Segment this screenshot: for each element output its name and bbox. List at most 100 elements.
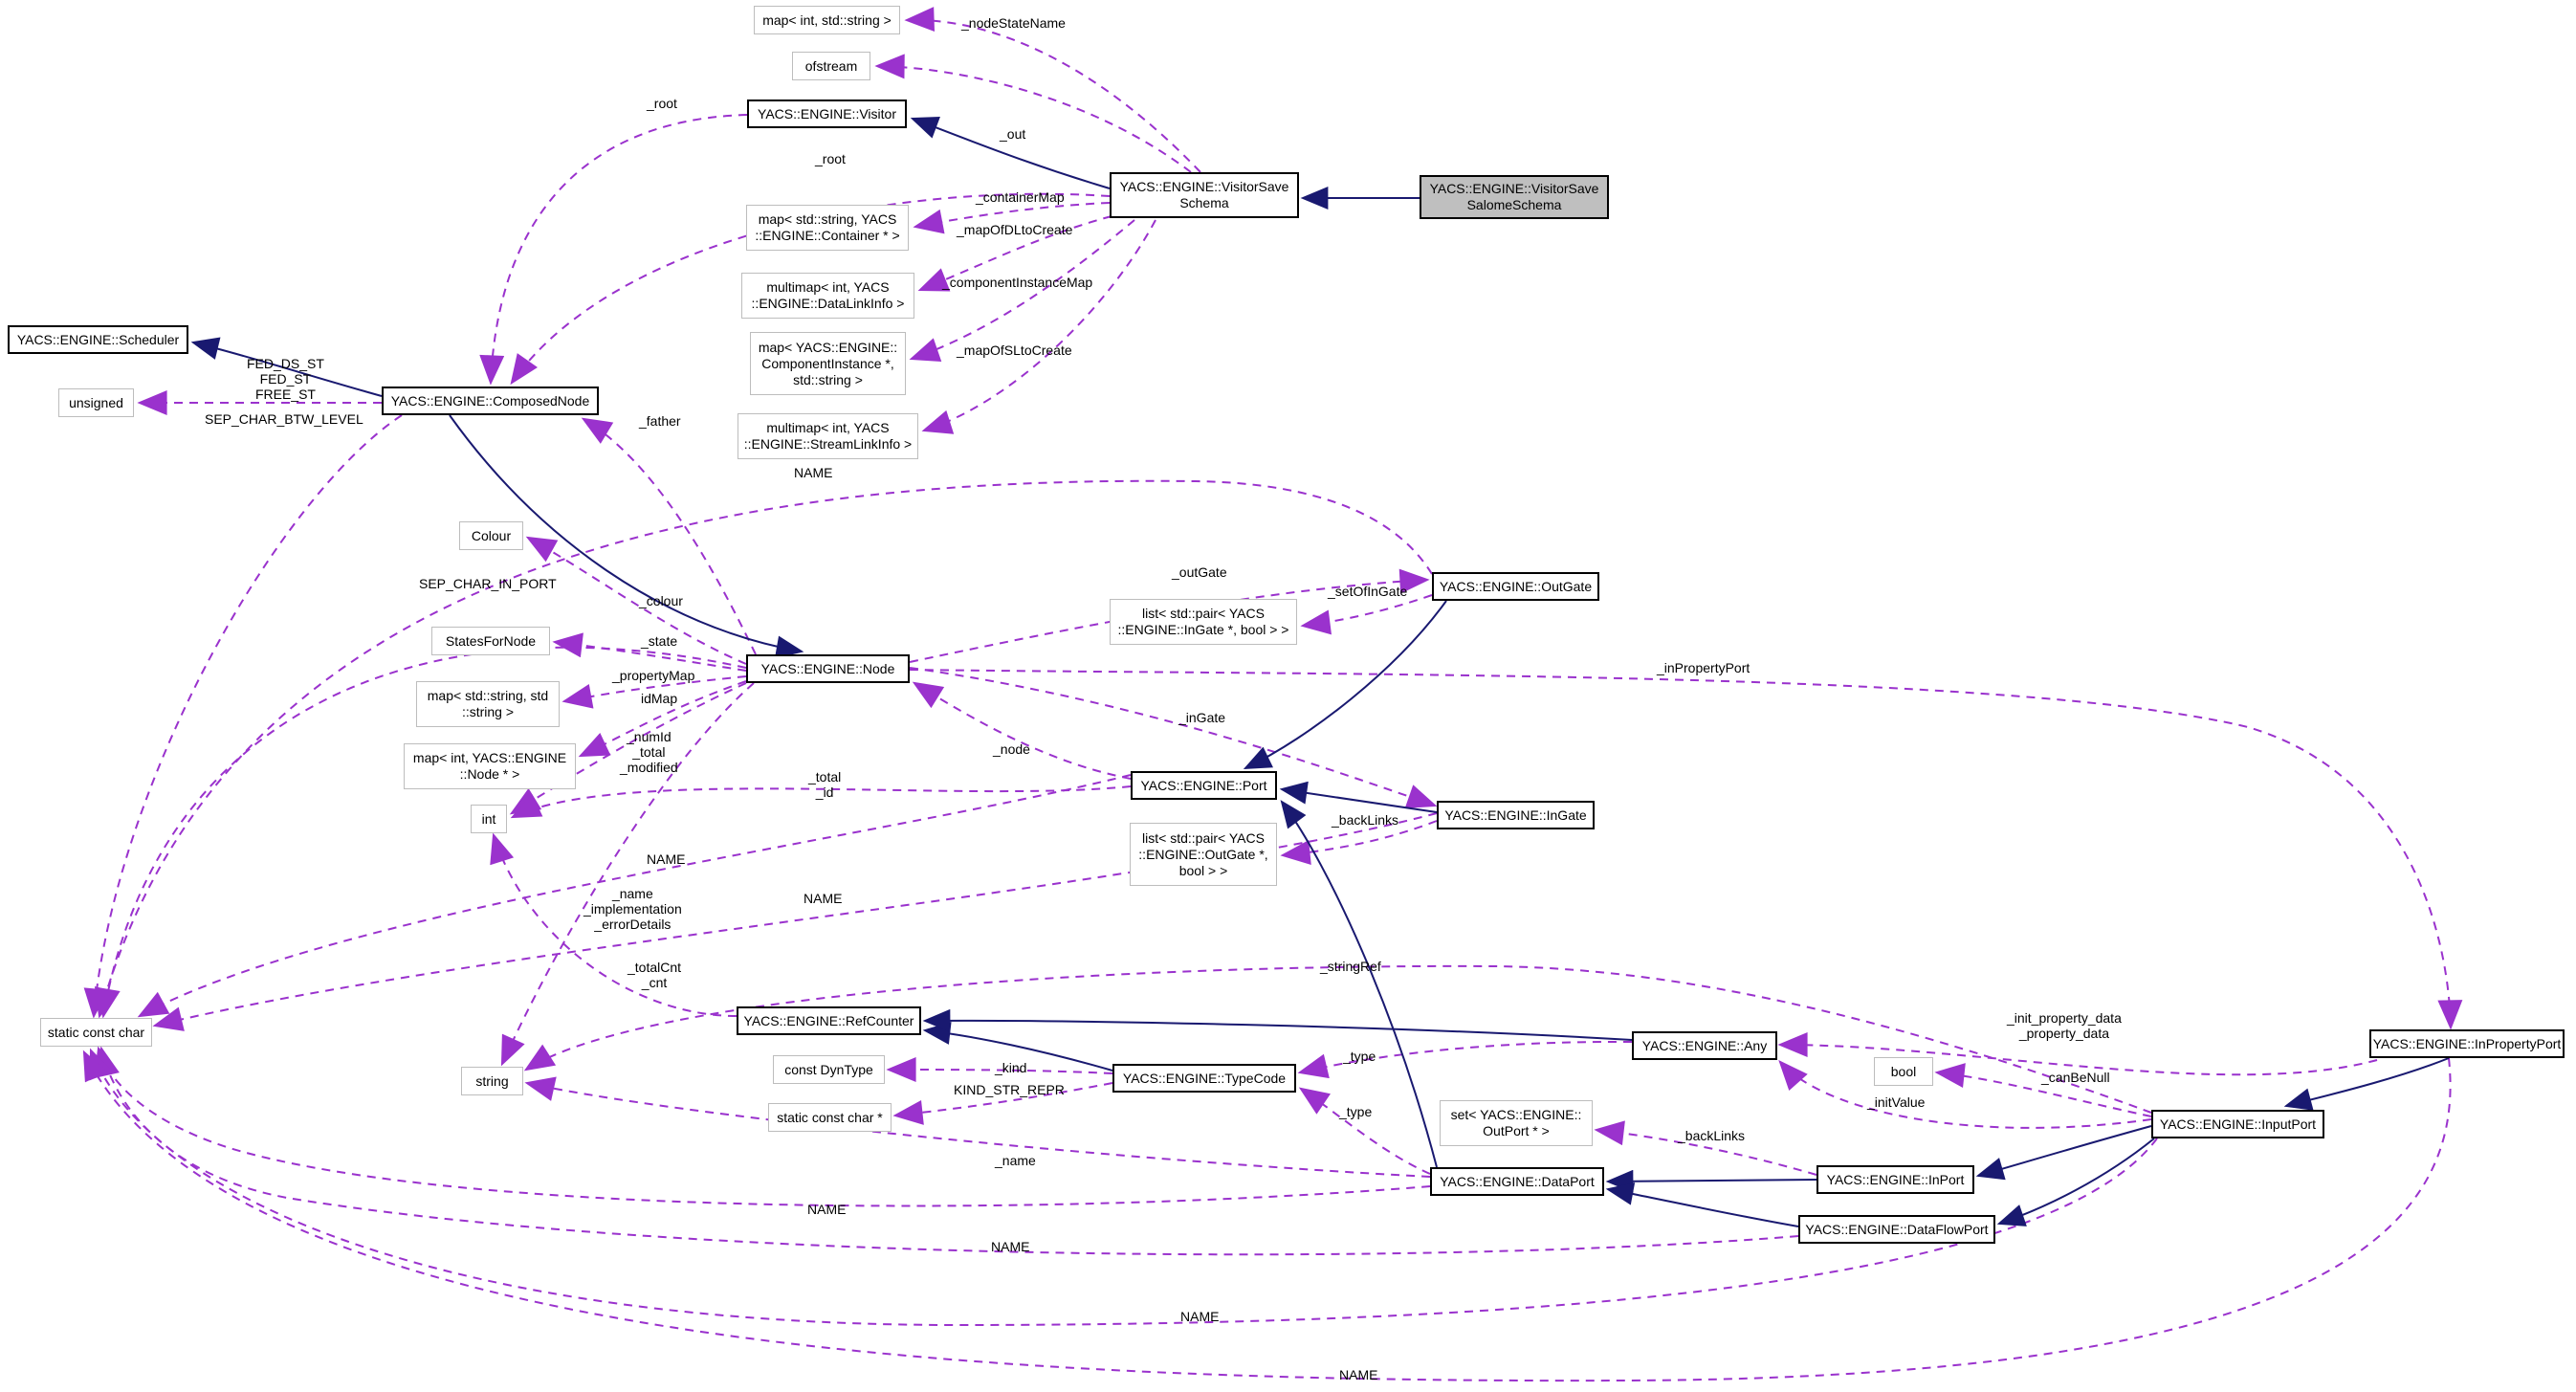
- edge-port-to-int: [510, 785, 1132, 819]
- class-box-ref-counter[interactable]: YACS::ENGINE::RefCounter: [737, 1006, 921, 1035]
- edge-label-vss-to-ofstream: _out: [1000, 126, 1026, 142]
- edge-typecode-to-staticconstcharstar: [892, 1082, 1113, 1125]
- class-box-label-set-outport: set< YACS::ENGINE:: OutPort * >: [1450, 1107, 1582, 1138]
- edge-label-node-to-outgate: _outGate: [1172, 564, 1227, 580]
- class-box-label-port: YACS::ENGINE::Port: [1140, 777, 1267, 793]
- edge-label-node-to-string: _name _implementation _errorDetails: [583, 886, 682, 932]
- class-box-in-gate[interactable]: YACS::ENGINE::InGate: [1437, 801, 1595, 829]
- class-box-in-port[interactable]: YACS::ENGINE::InPort: [1816, 1165, 1974, 1194]
- class-box-list-outgate-bool: list< std::pair< YACS ::ENGINE::OutGate …: [1130, 823, 1277, 886]
- class-box-data-flow-port[interactable]: YACS::ENGINE::DataFlowPort: [1798, 1215, 1995, 1244]
- edge-vss-to-sltocreate: [921, 219, 1156, 434]
- class-box-type-code[interactable]: YACS::ENGINE::TypeCode: [1112, 1064, 1296, 1093]
- class-box-visitor[interactable]: YACS::ENGINE::Visitor: [747, 99, 907, 128]
- edge-label-refcounter-to-int: _totalCnt _cnt: [627, 960, 682, 990]
- edge-label-vss-to-containermap: _containerMap: [976, 189, 1065, 205]
- edge-label-outgate-to-listingate: _setOfInGate: [1328, 584, 1408, 599]
- edge-label-node-to-composednode: _father: [639, 413, 681, 429]
- edge-node-to-idmap: [578, 680, 747, 758]
- edge-port-to-node: [912, 681, 1132, 780]
- edge-label-typecode-to-dyntype: _kind: [995, 1060, 1027, 1075]
- class-box-ofstream: ofstream: [792, 52, 870, 80]
- edge-label-inputport-to-bool: _canBeNull: [2041, 1070, 2110, 1085]
- class-box-visitor-save-schema[interactable]: YACS::ENGINE::VisitorSave Schema: [1110, 172, 1299, 218]
- class-box-node[interactable]: YACS::ENGINE::Node: [746, 654, 910, 683]
- class-box-port[interactable]: YACS::ENGINE::Port: [1131, 771, 1277, 800]
- class-box-static-const-char-star: static const char *: [768, 1103, 892, 1132]
- class-box-multimap-datalinkinfo: multimap< int, YACS ::ENGINE::DataLinkIn…: [741, 273, 914, 319]
- class-box-label-list-ingate-bool: list< std::pair< YACS ::ENGINE::InGate *…: [1117, 606, 1289, 637]
- class-box-label-list-outgate-bool: list< std::pair< YACS ::ENGINE::OutGate …: [1138, 829, 1268, 878]
- edge-vss-to-containermap: [913, 202, 1111, 234]
- class-box-colour: Colour: [459, 521, 523, 550]
- edge-outgate-inherits-port: [1243, 600, 1447, 770]
- edge-label-node-to-colour: _colour: [639, 593, 683, 608]
- class-box-any[interactable]: YACS::ENGINE::Any: [1632, 1031, 1777, 1060]
- edge-inpropertyport-to-staticconstchar: [82, 1050, 2452, 1382]
- edge-port-to-staticconstchar: [137, 774, 1132, 1018]
- edge-label-inpropertyport-to-any: _init_property_data _property_data: [2007, 1010, 2122, 1041]
- edge-label-dataflowport-to-staticconstchar: NAME: [991, 1239, 1030, 1254]
- edge-label-any-to-typecode: _type: [1343, 1049, 1376, 1064]
- edge-label-node-to-staticconstchar: SEP_CHAR_IN_PORT: [419, 576, 557, 591]
- class-box-label-colour: Colour: [471, 527, 512, 543]
- class-box-composed-node[interactable]: YACS::ENGINE::ComposedNode: [382, 387, 599, 415]
- edge-label-composednode-to-unsigned: FED_DS_ST FED_ST FREE_ST: [247, 356, 324, 402]
- class-box-label-ofstream: ofstream: [804, 57, 858, 74]
- edge-node-to-staticconstchar: [96, 646, 747, 1019]
- edge-inport-inherits-dataport: [1605, 1169, 1817, 1193]
- class-box-label-map-string-string: map< std::string, std ::string >: [427, 688, 549, 719]
- edge-node-to-composednode: [581, 417, 757, 655]
- edge-inputport-inherits-dataflowport: [1996, 1138, 2155, 1226]
- edge-label-node-to-propertymap: _propertyMap: [612, 668, 695, 683]
- class-box-label-static-const-char-star: static const char *: [777, 1109, 883, 1125]
- class-box-label-in-gate: YACS::ENGINE::InGate: [1444, 806, 1587, 823]
- class-box-data-port[interactable]: YACS::ENGINE::DataPort: [1430, 1167, 1604, 1196]
- class-box-label-const-dyntype: const DynType: [784, 1061, 873, 1077]
- edge-label-node-to-inpropertyport: _inPropertyPort: [1657, 660, 1750, 675]
- class-box-scheduler[interactable]: YACS::ENGINE::Scheduler: [8, 325, 188, 354]
- class-box-in-property-port[interactable]: YACS::ENGINE::InPropertyPort: [2369, 1029, 2565, 1058]
- edge-vss-to-composednode: [510, 192, 1111, 386]
- class-box-label-bool: bool: [1890, 1063, 1917, 1079]
- edge-label-dataport-to-string: _name: [995, 1153, 1036, 1168]
- edge-label-port-to-staticconstchar: NAME: [647, 851, 686, 867]
- edge-label-composednode-to-staticconstchar: SEP_CHAR_BTW_LEVEL: [205, 411, 363, 427]
- class-box-label-map-int-node: map< int, YACS::ENGINE ::Node * >: [412, 750, 567, 782]
- class-box-static-const-char: static const char: [40, 1018, 152, 1047]
- edge-label-vss-to-componentinstancemap: _componentInstanceMap: [942, 275, 1093, 290]
- class-box-label-ref-counter: YACS::ENGINE::RefCounter: [743, 1012, 914, 1028]
- class-box-map-componentinstance: map< YACS::ENGINE:: ComponentInstance *,…: [750, 332, 906, 395]
- edge-dataport-to-staticconstchar: [94, 1046, 1431, 1207]
- edge-label-port-to-node: _node: [993, 741, 1030, 757]
- edge-any-inherits-refcounter: [922, 1008, 1633, 1041]
- class-box-label-unsigned: unsigned: [69, 394, 123, 410]
- edge-outgate-to-staticconstchar: [94, 479, 1433, 1019]
- edge-inpropertyport-to-any: [1777, 1032, 2378, 1076]
- edge-dataport-to-typecode: [1298, 1087, 1431, 1175]
- edge-dataport-inherits-port: [1280, 800, 1438, 1168]
- edge-node-to-string: [500, 682, 755, 1067]
- edge-node-to-int: [509, 682, 747, 815]
- class-box-label-input-port: YACS::ENGINE::InputPort: [2159, 1116, 2317, 1132]
- edge-label-inpropertyport-to-staticconstchar: NAME: [1339, 1367, 1378, 1382]
- class-box-label-multimap-streamlinkinfo: multimap< int, YACS ::ENGINE::StreamLink…: [743, 420, 913, 452]
- edge-label-inputport-to-staticconstchar: NAME: [1180, 1309, 1220, 1324]
- edge-node-to-inpropertyport: [909, 669, 2463, 1030]
- class-box-label-multimap-datalinkinfo: multimap< int, YACS ::ENGINE::DataLinkIn…: [751, 279, 905, 311]
- class-box-label-map-componentinstance: map< YACS::ENGINE:: ComponentInstance *,…: [758, 339, 898, 387]
- edge-composednode-inherits-scheduler: [190, 337, 383, 397]
- class-box-out-gate[interactable]: YACS::ENGINE::OutGate: [1432, 572, 1599, 601]
- edge-label-node-to-int: _numId _total _modified: [620, 729, 678, 775]
- edge-label-node-to-statesfornode: _state: [641, 633, 678, 649]
- class-box-input-port[interactable]: YACS::ENGINE::InputPort: [2151, 1110, 2324, 1138]
- class-box-unsigned: unsigned: [58, 388, 134, 417]
- edge-label-typecode-to-staticconstcharstar: KIND_STR_REPR: [954, 1082, 1065, 1097]
- class-box-label-type-code: YACS::ENGINE::TypeCode: [1122, 1070, 1287, 1086]
- edge-dataport-to-string: [524, 1076, 1431, 1178]
- class-box-string: string: [461, 1067, 523, 1095]
- class-box-label-in-port: YACS::ENGINE::InPort: [1826, 1171, 1965, 1187]
- edge-node-to-propertymap: [561, 675, 747, 709]
- edge-composednode-to-staticconstchar: [83, 414, 403, 1019]
- edge-label-vss-to-sltocreate: _mapOfSLtoCreate: [957, 342, 1072, 358]
